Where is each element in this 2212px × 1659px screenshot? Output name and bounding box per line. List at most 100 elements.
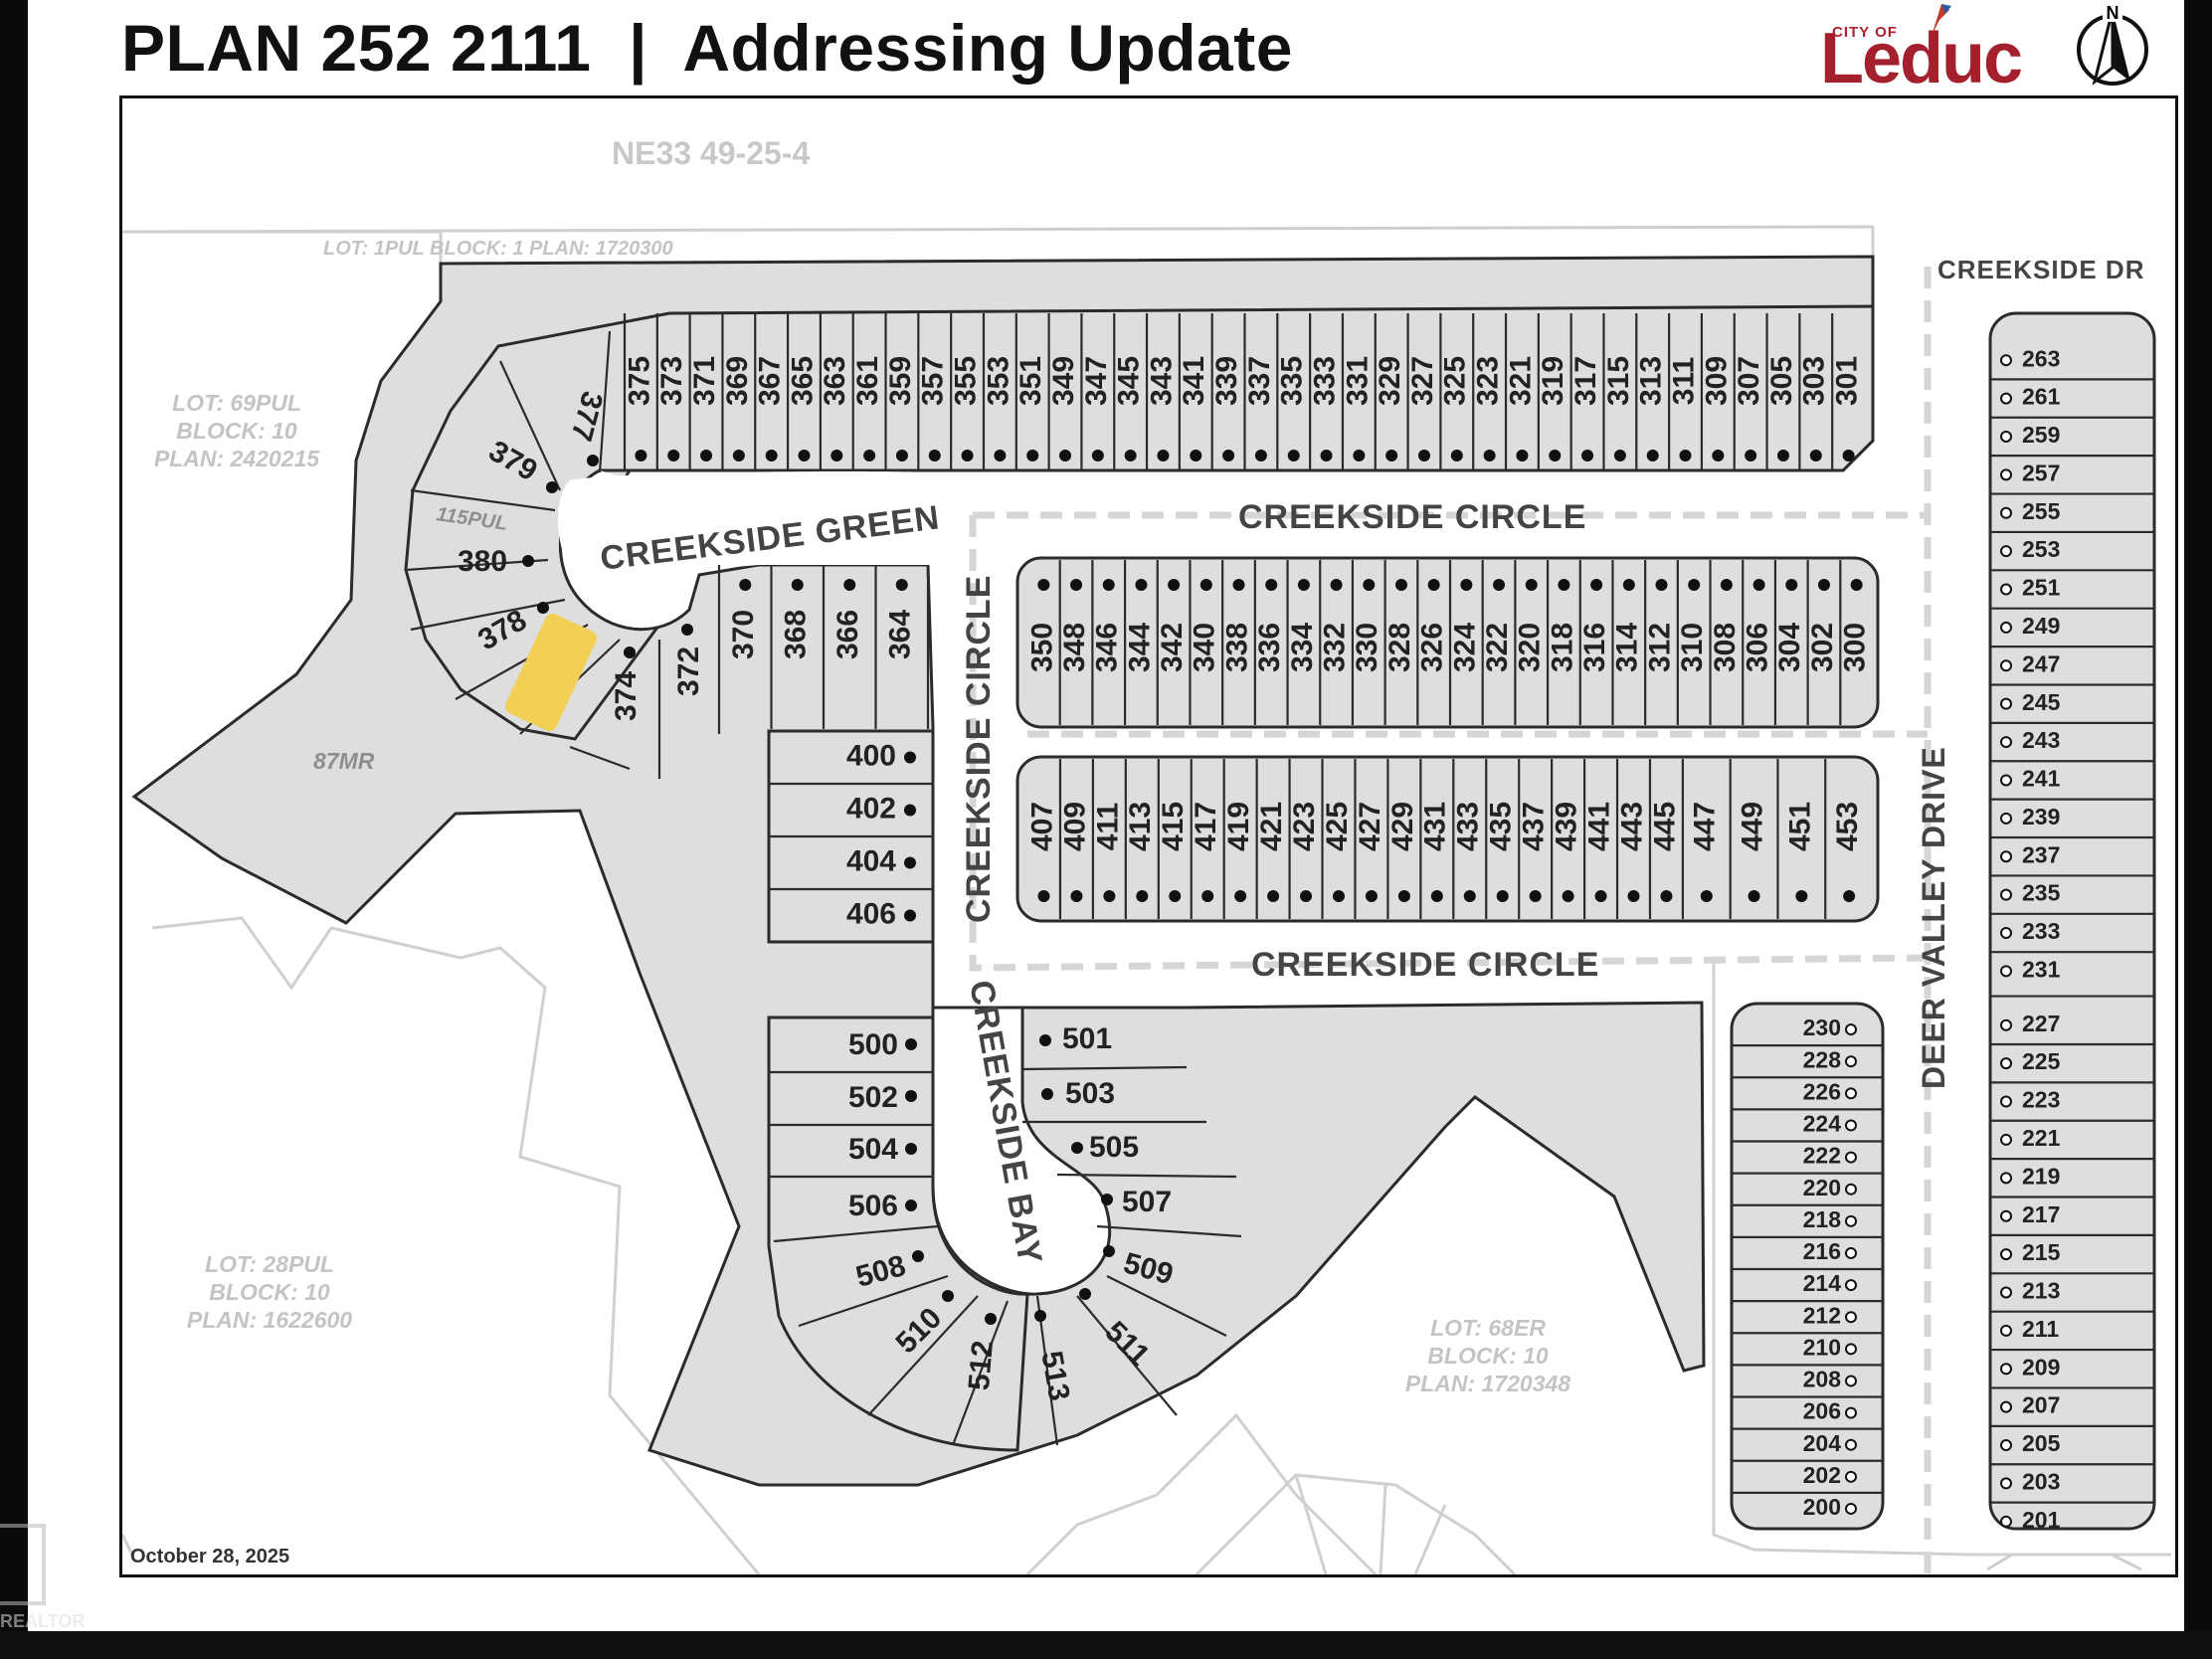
address-point-icon [1124, 450, 1137, 461]
address-point-icon [1845, 1343, 1857, 1356]
address-point-icon [522, 555, 534, 567]
address-point-icon [1795, 890, 1808, 902]
lot-number-350: 350 [1025, 623, 1058, 672]
address-point-icon [895, 579, 908, 591]
address-point-icon [1363, 579, 1376, 591]
address-point-icon [2000, 659, 2012, 672]
lot-boundary [1096, 1224, 1242, 1238]
lot-number-421: 421 [1255, 802, 1288, 851]
address-point-icon [1103, 1245, 1115, 1257]
street-creekside-dr: CREEKSIDE DR [1937, 255, 2144, 284]
address-point-icon [1254, 450, 1267, 461]
lot-number-200: 200 [1803, 1494, 1841, 1520]
lot-number-329: 329 [1374, 356, 1406, 406]
lot-number-241: 241 [2022, 766, 2061, 792]
address-point-icon [1330, 579, 1343, 591]
lot-number-243: 243 [2022, 727, 2060, 753]
address-point-icon [1809, 450, 1822, 461]
lot-number-351: 351 [1014, 356, 1047, 406]
realtor-watermark: REALTOR [0, 1512, 109, 1631]
address-point-icon [1679, 450, 1692, 461]
address-point-icon [2000, 506, 2012, 519]
lot-number-302: 302 [1806, 623, 1839, 672]
left-border [0, 0, 28, 1659]
address-point-icon [1776, 450, 1789, 461]
address-point-icon [1168, 579, 1181, 591]
right-border [2184, 0, 2212, 1659]
lot-number-314: 314 [1611, 623, 1644, 672]
address-point-icon [2000, 965, 2012, 978]
lot-number-322: 322 [1481, 623, 1514, 672]
address-point-icon [1843, 890, 1856, 902]
address-point-icon [1845, 1375, 1857, 1387]
address-point-icon [985, 1313, 997, 1325]
lot-number-439: 439 [1551, 802, 1583, 851]
address-point-icon [1287, 450, 1300, 461]
lot-number-373: 373 [655, 356, 688, 406]
address-point-icon [1581, 450, 1594, 461]
lot-number-500: 500 [848, 1028, 898, 1061]
lot-number-310: 310 [1676, 623, 1709, 672]
lot-number-453: 453 [1831, 802, 1864, 851]
lot-number-251: 251 [2022, 575, 2061, 601]
lot-number-308: 308 [1709, 623, 1742, 672]
lot-number-353: 353 [982, 356, 1014, 406]
address-point-icon [2000, 1286, 2012, 1299]
address-point-icon [1700, 890, 1713, 902]
lot-number-407: 407 [1025, 802, 1058, 851]
address-point-icon [1135, 579, 1148, 591]
lot-number-336: 336 [1253, 623, 1286, 672]
address-point-icon [537, 602, 549, 614]
lot-number-216: 216 [1803, 1238, 1841, 1264]
lot-number-340: 340 [1189, 623, 1221, 672]
lot-number-209: 209 [2022, 1354, 2060, 1380]
lot-number-355: 355 [949, 356, 982, 406]
address-point-icon [1234, 890, 1247, 902]
lot-number-368: 368 [780, 610, 813, 659]
address-point-icon [2000, 736, 2012, 749]
lot-number-431: 431 [1419, 802, 1452, 851]
address-point-icon [1562, 890, 1574, 902]
lot-number-503: 503 [1065, 1077, 1115, 1110]
lot-number-367: 367 [754, 356, 787, 406]
address-point-icon [798, 450, 811, 461]
address-point-icon [2000, 392, 2012, 405]
logo-city-of: CITY OF [1832, 24, 1898, 41]
lot-number-226: 226 [1803, 1078, 1841, 1104]
address-point-icon [905, 1143, 917, 1155]
parcel-southwest-plan: PLAN: 1622600 [187, 1307, 352, 1333]
address-point-icon [1365, 890, 1378, 902]
lot-number-313: 313 [1635, 356, 1668, 406]
lot-number-338: 338 [1220, 623, 1253, 672]
address-point-icon [1059, 450, 1072, 461]
lot-boundary [598, 330, 612, 473]
address-point-icon [895, 450, 908, 461]
address-point-icon [905, 1090, 917, 1102]
address-point-icon [765, 450, 778, 461]
lot-number-417: 417 [1190, 802, 1222, 851]
lot-number-303: 303 [1798, 356, 1831, 406]
page-title: PLAN 252 2111 | Addressing Update [121, 11, 1293, 85]
lot-number-219: 219 [2022, 1163, 2060, 1189]
lot-number-255: 255 [2022, 498, 2061, 524]
watermark-text: REALTOR [0, 1611, 86, 1631]
lot-number-380: 380 [458, 545, 507, 578]
address-point-icon [1845, 1502, 1857, 1515]
address-point-icon [635, 450, 647, 461]
address-point-icon [1817, 579, 1830, 591]
lot-number-349: 349 [1047, 356, 1080, 406]
address-point-icon [1493, 579, 1506, 591]
address-point-icon [904, 751, 916, 764]
address-point-icon [1385, 450, 1398, 461]
lot-number-361: 361 [851, 356, 884, 406]
address-point-icon [994, 450, 1007, 461]
address-point-icon [1845, 1151, 1857, 1164]
address-point-icon [1070, 890, 1083, 902]
address-point-icon [1300, 890, 1313, 902]
address-point-icon [739, 579, 752, 591]
parcel-south-block: BLOCK: 10 [1427, 1343, 1549, 1369]
address-point-icon [904, 804, 916, 817]
address-point-icon [2000, 1209, 2012, 1222]
address-point-icon [2000, 1018, 2012, 1031]
lot-number-257: 257 [2022, 460, 2060, 485]
